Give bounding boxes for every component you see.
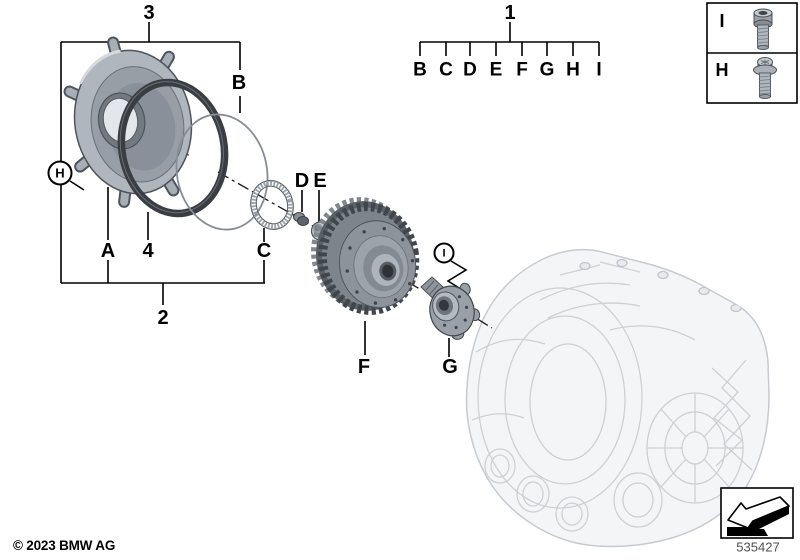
legend-item-c: C: [439, 59, 453, 81]
callout-4: 4: [142, 240, 154, 262]
legend-item-i: I: [596, 59, 602, 81]
clutch-drum-part: [311, 197, 420, 315]
small-roller-part: [293, 212, 309, 226]
socket-head-screw-icon: [753, 8, 773, 50]
fastener-label-i: I: [719, 11, 725, 31]
seal-ring-part: [175, 113, 269, 231]
callout-a: A: [100, 240, 116, 262]
callout-2: 2: [157, 307, 169, 329]
direction-of-travel-box: [720, 487, 794, 539]
transmission-housing-illustration: [465, 248, 770, 548]
legend-item-d: D: [463, 59, 477, 81]
fastener-legend-panel: [706, 2, 798, 104]
callout-f: F: [357, 356, 371, 378]
callout-3: 3: [143, 2, 155, 24]
assembly-axis-line: [111, 111, 493, 329]
direction-arrow-icon: [727, 496, 790, 536]
callout-g: G: [442, 356, 458, 378]
legend-item-e: E: [489, 59, 503, 81]
callout-d: D: [294, 170, 310, 192]
axial-needle-bearing-part: [250, 180, 294, 230]
legend-item-f: F: [516, 59, 528, 81]
legend-item-g: G: [539, 59, 555, 81]
legend-root-label: 1: [504, 2, 516, 24]
o-ring-part: [117, 78, 229, 218]
output-hub-part: [420, 276, 481, 340]
legend-item-b: B: [413, 59, 427, 81]
callout-b: B: [231, 72, 247, 94]
callout-e: E: [313, 170, 327, 192]
fastener-label-h: H: [715, 60, 729, 80]
circled-callout-h: H: [47, 160, 73, 186]
circled-callout-i: I: [433, 242, 455, 264]
callout-leader-lines: [60, 22, 600, 357]
copyright-text: © 2023 BMW AG: [13, 538, 116, 553]
callout-c: C: [256, 240, 272, 262]
drawing-number: 535427: [736, 539, 780, 555]
flange-bolt-icon: [753, 57, 777, 99]
legend-item-h: H: [566, 59, 580, 81]
